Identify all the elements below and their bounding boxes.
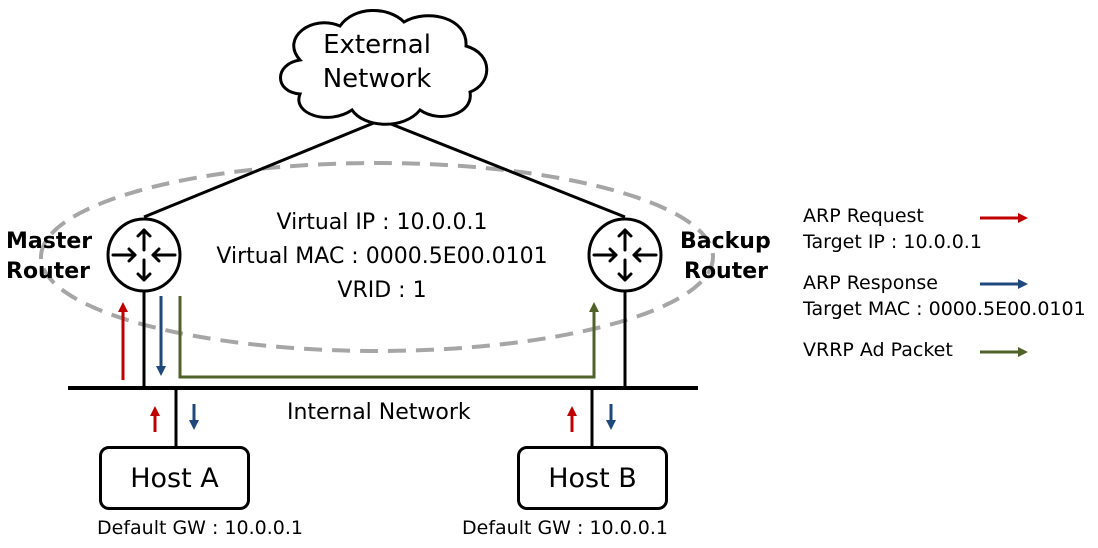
- external-network-label-line1: External: [323, 30, 431, 60]
- backup-router-label-line2: Router: [684, 259, 769, 284]
- master-router-icon: [106, 217, 182, 293]
- uplink-backup: [380, 118, 626, 219]
- host-b-label: Host B: [548, 463, 637, 494]
- host-a-label: Host A: [130, 463, 219, 494]
- backup-router-icon: [587, 217, 663, 293]
- vrid-text: VRID : 1: [337, 278, 427, 303]
- master-router-label-line1: Master: [6, 229, 93, 254]
- legend-arp-response-label: ARP Response: [803, 272, 938, 294]
- vrrp-ad-arrow: [178, 296, 599, 379]
- uplink-master: [143, 118, 382, 219]
- master-router-label-line2: Router: [6, 259, 91, 284]
- legend-vrrp-ad-label: VRRP Ad Packet: [803, 339, 953, 361]
- host-a-gateway: Default GW : 10.0.0.1: [97, 517, 304, 539]
- host-b-box: Host B: [517, 446, 668, 510]
- host-b-gateway: Default GW : 10.0.0.1: [462, 517, 669, 539]
- virtual-mac-text: Virtual MAC : 0000.5E00.0101: [216, 244, 548, 269]
- vrrp-group-ellipse: [39, 161, 715, 353]
- legend-arp-request-label: ARP Request: [803, 205, 924, 227]
- host-a-box: Host A: [99, 446, 250, 510]
- virtual-ip-text: Virtual IP : 10.0.0.1: [276, 210, 488, 235]
- external-network-label-line2: Network: [322, 64, 432, 94]
- legend-arp-request-detail: Target IP : 10.0.0.1: [803, 231, 982, 253]
- external-network-cloud: [279, 9, 489, 126]
- backup-router-label-line1: Backup: [680, 229, 771, 254]
- internal-network-label: Internal Network: [287, 400, 471, 425]
- legend-arp-response-detail: Target MAC : 0000.5E00.0101: [803, 298, 1086, 320]
